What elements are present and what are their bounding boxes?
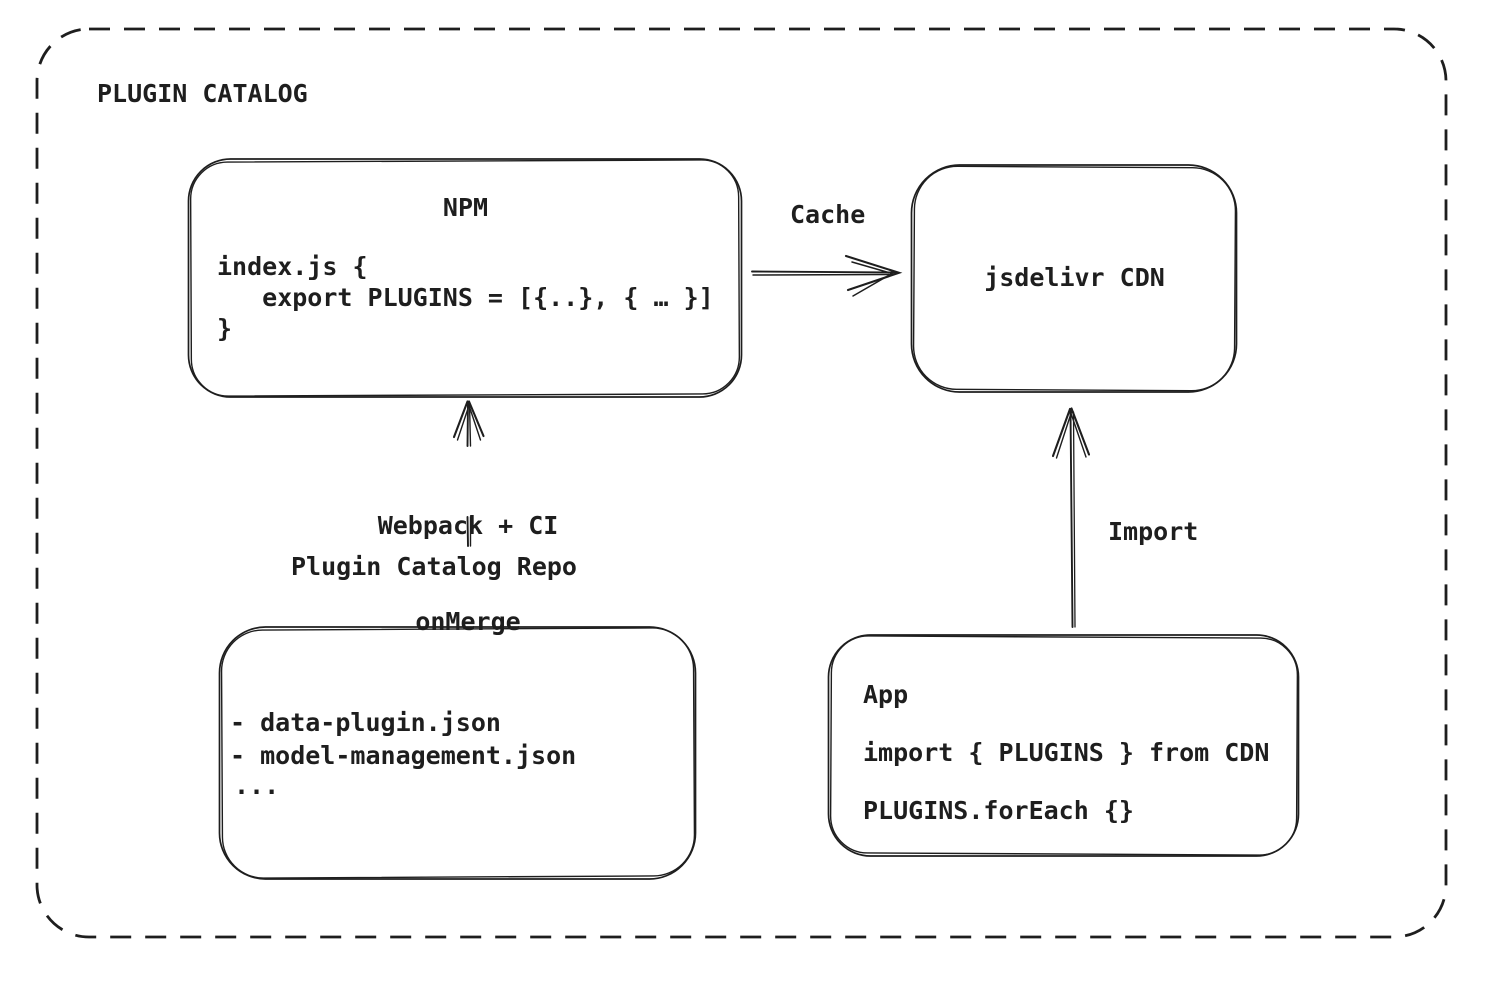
node-app: App import { PLUGINS } from CDN PLUGINS.…	[827, 633, 1301, 858]
node-plugin-catalog-repo: - data-plugin.json - model-management.js…	[218, 625, 698, 881]
npm-code-line-2: export PLUGINS = [{..}, { … }]	[217, 283, 714, 312]
build-arrow-label-line-1: Webpack + CI	[377, 511, 559, 540]
cache-arrow	[751, 254, 903, 297]
app-code-line-1: import { PLUGINS } from CDN	[863, 738, 1270, 767]
import-arrow	[1051, 407, 1091, 628]
app-code-line-2: PLUGINS.forEach {}	[863, 796, 1134, 825]
repo-item-2: - model-management.json	[230, 741, 577, 770]
npm-title: NPM	[442, 193, 489, 222]
npm-code-line-3: }	[217, 314, 233, 343]
build-arrow-label-line-2: onMerge	[415, 607, 521, 636]
build-arrow	[452, 400, 485, 547]
build-arrow-label: Webpack + CI onMerge	[318, 446, 618, 702]
cdn-label: jsdelivr CDN	[984, 263, 1165, 292]
node-jsdelivr-cdn: jsdelivr CDN	[910, 163, 1239, 394]
plugin-catalog-frame-border	[35, 27, 1448, 939]
cache-arrow-label: Cache	[790, 200, 866, 229]
app-title: App	[863, 680, 909, 709]
import-arrow-label: Import	[1108, 517, 1199, 546]
npm-code-line-1: index.js {	[217, 252, 368, 281]
frame-title: PLUGIN CATALOG	[97, 79, 308, 108]
repo-item-1: - data-plugin.json	[230, 708, 501, 737]
repo-heading: Plugin Catalog Repo	[291, 552, 577, 581]
repo-item-3: ...	[234, 771, 280, 800]
node-npm: NPM index.js { export PLUGINS = [{..}, {…	[187, 157, 744, 399]
